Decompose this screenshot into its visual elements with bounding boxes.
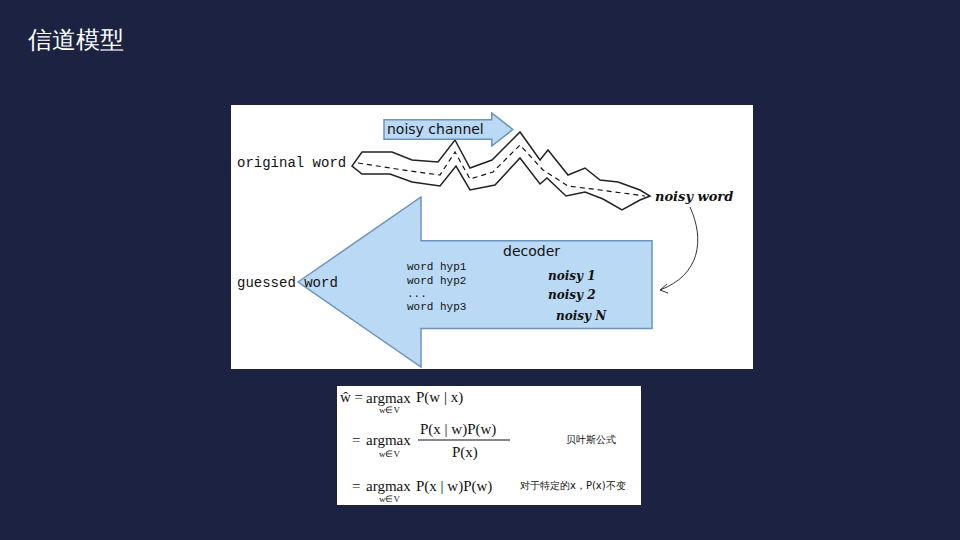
formula-subscript: w∈V [379,495,400,504]
node-text: decoder [503,244,560,258]
word-label: guessed word [237,276,338,290]
formula-text: P(w | x) [416,390,463,405]
node-text: ... [407,289,427,300]
formula-panel [337,386,641,505]
node-text: word hyp2 [407,276,466,287]
formula-text: = [352,433,360,448]
slide-title: 信道模型 [28,28,124,52]
node-text: word hyp3 [407,302,466,313]
noisy-label: noisy 2 [548,289,596,301]
dashed-path [358,145,645,196]
formula-text: P(x) [452,445,478,460]
noisy-channel-path [352,132,650,210]
formula-subscript: w∈V [379,450,400,459]
formula-text: P(x | w)P(w) [420,422,496,437]
noisy-label: noisy N [556,310,606,322]
channel-arrow: noisy channel [383,112,514,147]
formula-text: argmax [366,433,411,448]
fraction-bar [418,440,510,441]
noisy-label: noisy 1 [548,270,596,282]
image-panel [231,105,753,369]
formula-text: ŵ = [340,390,363,405]
node-text: noisy channel [387,122,484,136]
node-text: word hyp1 [407,262,466,273]
word-label: noisy word [655,190,733,203]
formula-subscript: w∈V [379,406,400,415]
formula-text: P(x | w)P(w) [416,479,492,494]
formula-text: argmax [366,479,411,494]
formula-text: argmax [366,391,411,406]
decoder-arrow: decoder word hyp1 word hyp2... word hyp3 [297,196,653,368]
formula-note: 对于特定的x，P(x)不变 [520,481,626,491]
arrow-head [660,284,668,293]
formula-text: = [352,479,360,494]
formula-note: 贝叶斯公式 [566,435,616,445]
arrow-shape [297,196,653,368]
word-label: original word [237,156,346,170]
feedback-curve [660,207,698,290]
